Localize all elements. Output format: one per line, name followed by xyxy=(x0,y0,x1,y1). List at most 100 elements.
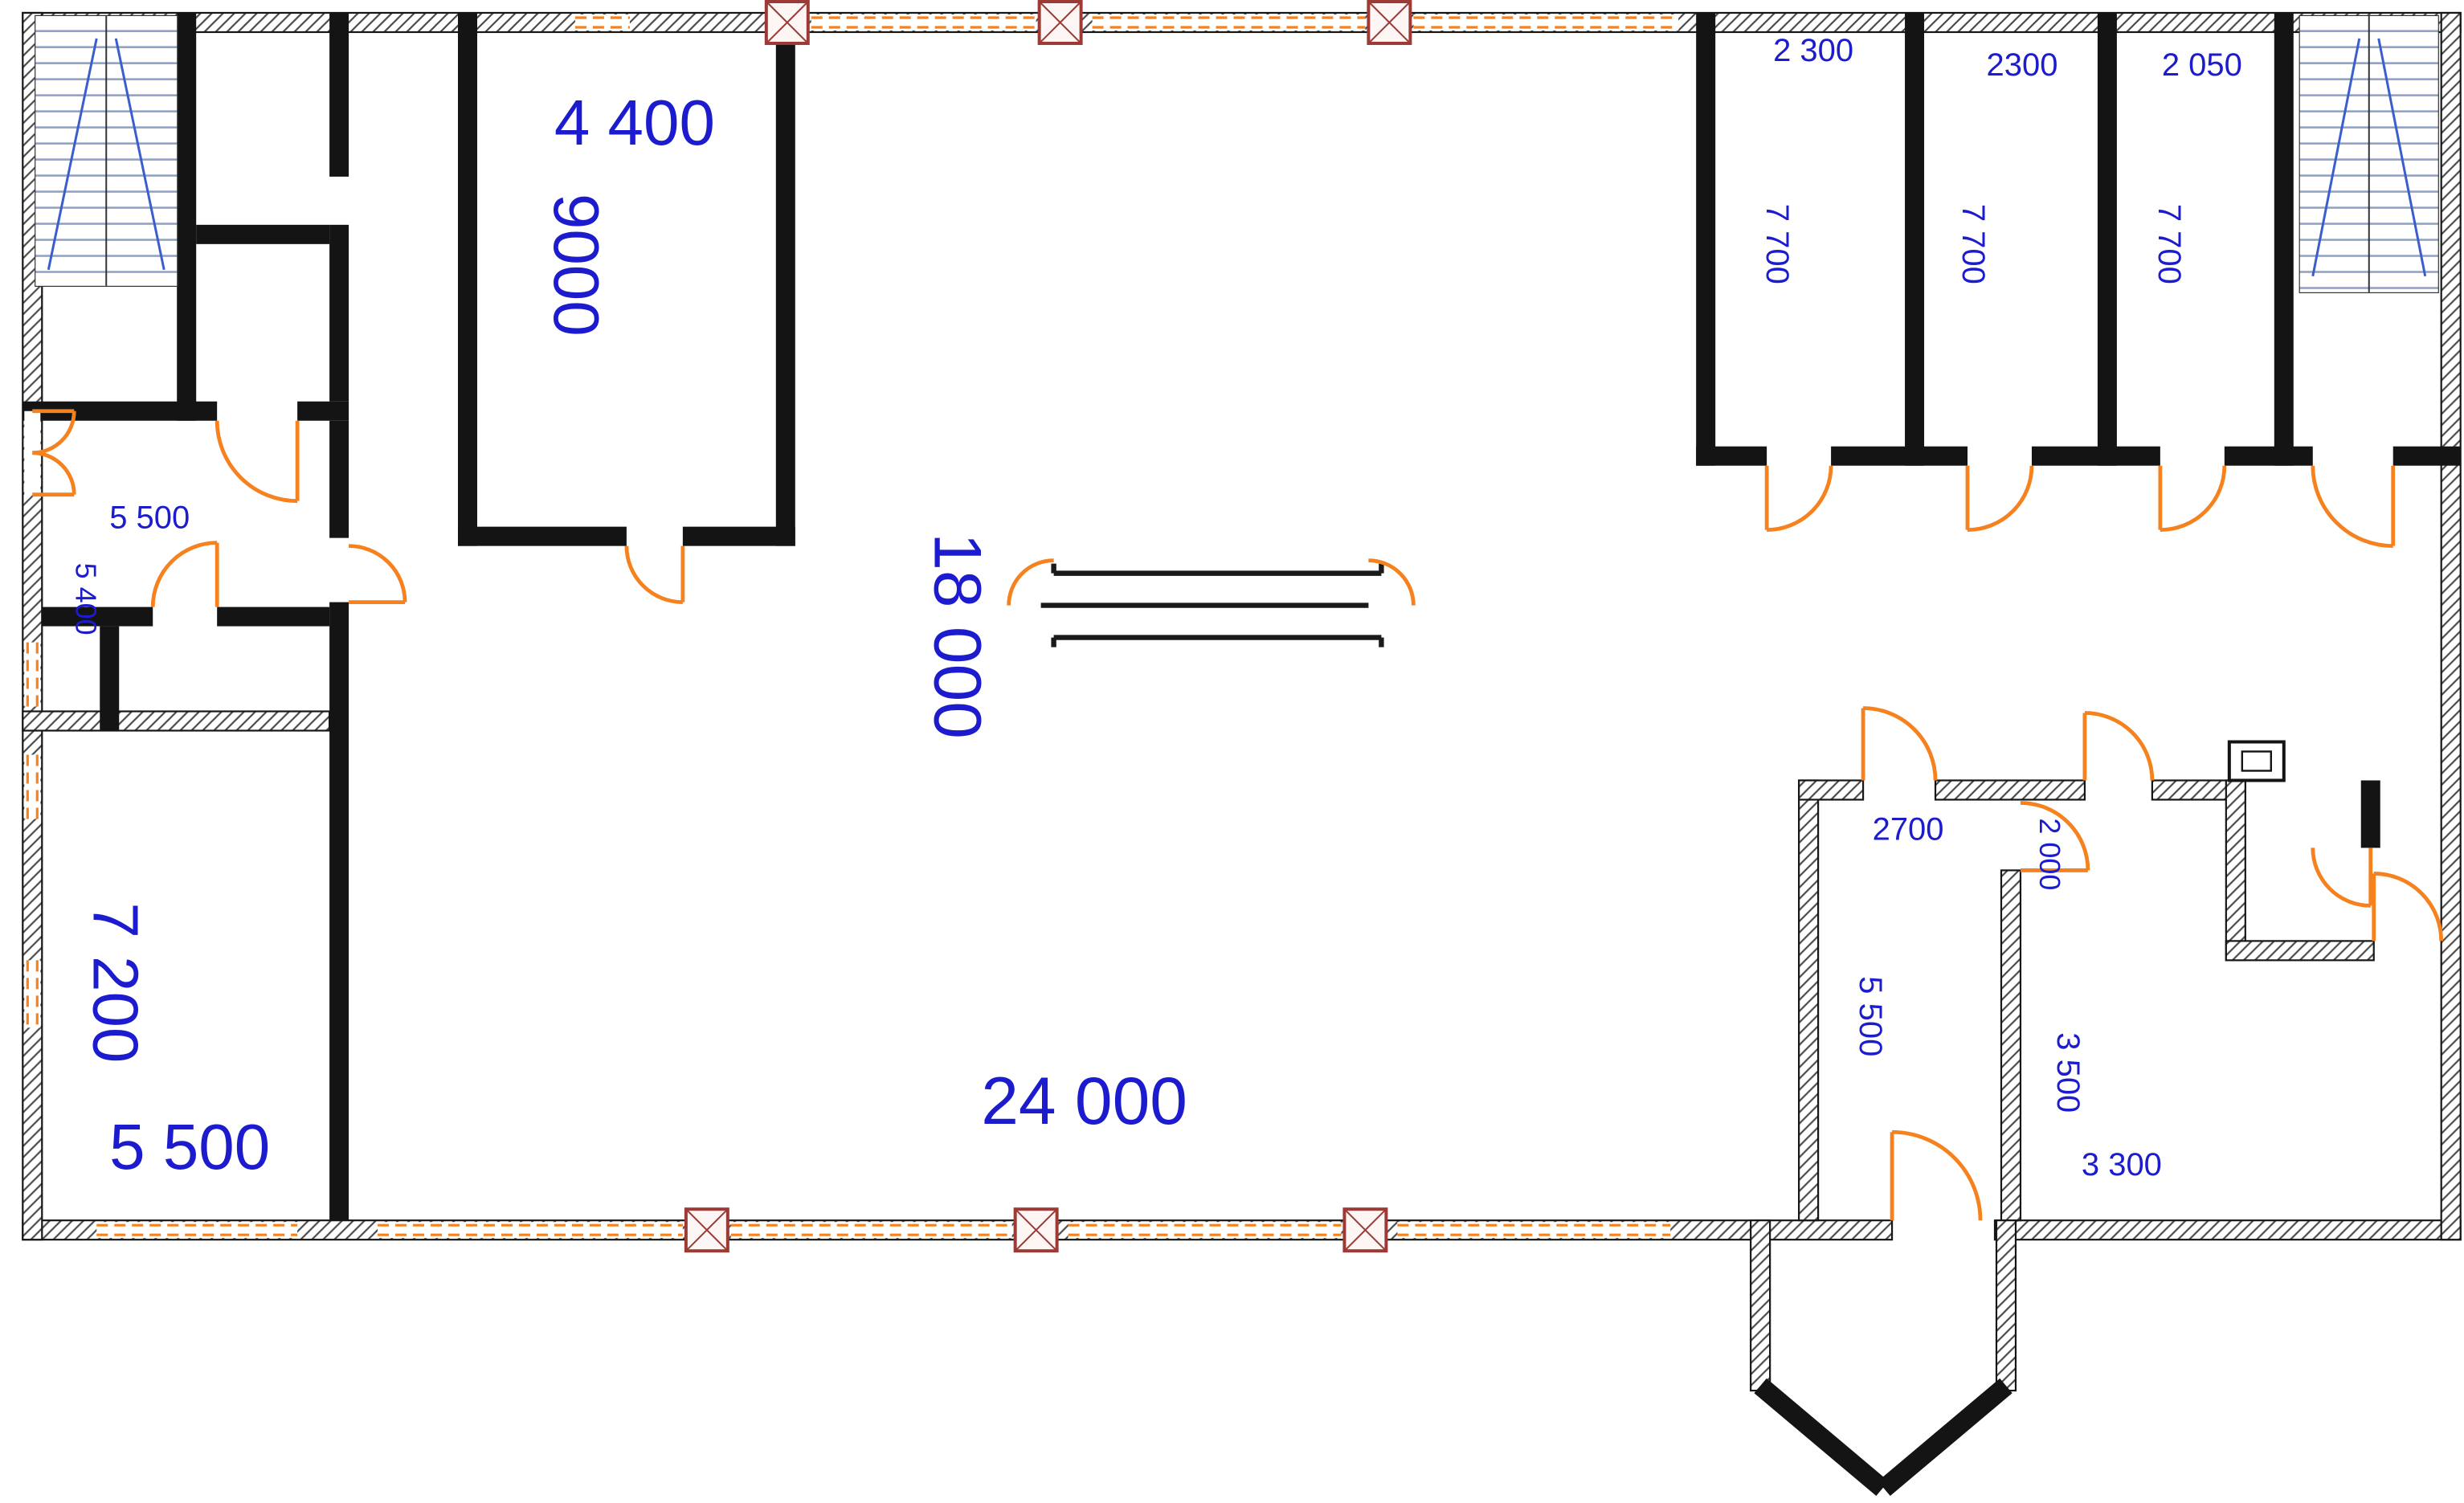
dim-label-2050: 2 050 xyxy=(2162,47,2242,83)
wall-segment xyxy=(1696,446,1767,466)
door-arc xyxy=(2020,801,2090,872)
window xyxy=(24,754,41,819)
window xyxy=(26,960,39,1028)
doors xyxy=(24,409,2444,1221)
door-arc xyxy=(349,544,407,604)
door-arc xyxy=(2311,465,2396,549)
stair-flight xyxy=(106,15,178,286)
door-arc xyxy=(1861,706,1938,781)
dim-label-24000: 24 000 xyxy=(981,1063,1187,1138)
window xyxy=(1092,16,1366,29)
window xyxy=(96,1222,298,1239)
dim-label-3500: 3 500 xyxy=(2050,1032,2086,1113)
wall-segment xyxy=(682,526,795,546)
window xyxy=(26,754,39,819)
wall-segment xyxy=(2274,12,2294,466)
stair-direction-lines xyxy=(47,38,165,271)
window xyxy=(1068,1223,1342,1236)
column-hatch xyxy=(1038,1,1082,44)
fixtures xyxy=(2227,740,2286,782)
column-hatch xyxy=(1014,1208,1058,1252)
door-arc xyxy=(2082,711,2155,781)
wall-segment xyxy=(22,710,331,732)
column-hatch xyxy=(766,1,809,44)
dim-label-9000: 9000 xyxy=(541,194,612,337)
wall-segment xyxy=(2360,780,2380,848)
door-arc xyxy=(215,420,300,504)
door-arc xyxy=(32,451,76,497)
vestibule-wall-right xyxy=(1995,1219,2017,1392)
stair-flight xyxy=(2368,15,2438,292)
dim-label-2300-b: 2300 xyxy=(1987,47,2058,83)
wall-segment xyxy=(2225,779,2246,962)
entrance-door-arc xyxy=(1890,1129,1983,1221)
room-4400-wall-left xyxy=(458,12,478,546)
counter-rails xyxy=(1040,563,1384,647)
vestibule-angled-walls xyxy=(1754,1378,2012,1497)
door-arc xyxy=(2311,847,2373,908)
door-arc xyxy=(1007,558,1054,606)
column-hatch xyxy=(1343,1208,1387,1252)
window xyxy=(1397,1223,1671,1236)
room-4400-wall-right xyxy=(775,12,795,546)
window xyxy=(730,1222,1012,1239)
wall-segment xyxy=(1798,779,1820,1222)
wall-segment xyxy=(177,12,197,421)
wall-segment xyxy=(2225,940,2375,962)
window xyxy=(26,642,39,707)
vestibule-wall-left xyxy=(1750,1219,1771,1392)
wall-segment xyxy=(100,626,120,731)
wall-segment xyxy=(1696,12,1716,466)
walls-solid xyxy=(22,12,2461,1221)
wall-segment xyxy=(217,607,330,627)
wall-segment xyxy=(2224,446,2313,466)
door-arc xyxy=(2372,872,2444,941)
door-arc xyxy=(1368,558,1416,606)
wall-segment xyxy=(1905,12,1925,466)
wall-segment xyxy=(42,607,153,627)
dimension-labels: 4 400 9000 5 500 5 400 7 200 5 500 18 00… xyxy=(69,33,2242,1182)
dim-label-3300: 3 300 xyxy=(2082,1147,2162,1182)
staircase-top-right xyxy=(2299,14,2439,294)
wall-segment xyxy=(329,12,349,177)
door-arc xyxy=(1764,465,1833,533)
window xyxy=(811,16,1036,29)
dim-label-5500-lower-left: 5 500 xyxy=(109,1111,270,1182)
door-arc xyxy=(624,545,685,604)
stair-direction-lines xyxy=(2311,38,2427,277)
wall-segment xyxy=(196,224,330,244)
window xyxy=(730,1223,1012,1236)
window xyxy=(1413,16,1679,29)
duct-shaft-inner xyxy=(2241,750,2273,772)
window xyxy=(24,642,41,707)
columns xyxy=(684,0,1412,1253)
windows xyxy=(24,14,1679,1239)
dim-label-7200: 7 200 xyxy=(80,902,151,1063)
wall-segment xyxy=(2097,12,2117,466)
staircase-top-left xyxy=(35,14,178,288)
dim-label-5500-upper-left: 5 500 xyxy=(109,500,190,536)
window xyxy=(378,1223,683,1236)
door-arc xyxy=(1965,465,2034,533)
wall-segment xyxy=(1798,779,1865,801)
dim-label-5400: 5 400 xyxy=(69,563,102,635)
wall-segment xyxy=(2392,446,2461,466)
window xyxy=(96,1223,298,1236)
door-arc xyxy=(2158,465,2227,533)
stair-flight xyxy=(35,15,107,286)
wardrobe-counter xyxy=(1007,558,1416,647)
wall-segment xyxy=(22,401,218,421)
wall-segment xyxy=(458,526,627,546)
wall-segment xyxy=(329,420,349,538)
window xyxy=(574,16,630,29)
dim-label-2700: 2700 xyxy=(1873,811,1944,847)
window xyxy=(24,960,41,1028)
exterior-wall-bottom-right xyxy=(1993,1219,2462,1241)
door-arc xyxy=(150,541,219,607)
dim-label-2300-a: 2 300 xyxy=(1773,33,1853,68)
column-hatch xyxy=(685,1208,729,1252)
exterior-wall-right xyxy=(2440,11,2462,1241)
dim-label-4400: 4 400 xyxy=(554,87,715,158)
wall-segment xyxy=(1831,446,1968,466)
wall-segment xyxy=(297,401,349,421)
